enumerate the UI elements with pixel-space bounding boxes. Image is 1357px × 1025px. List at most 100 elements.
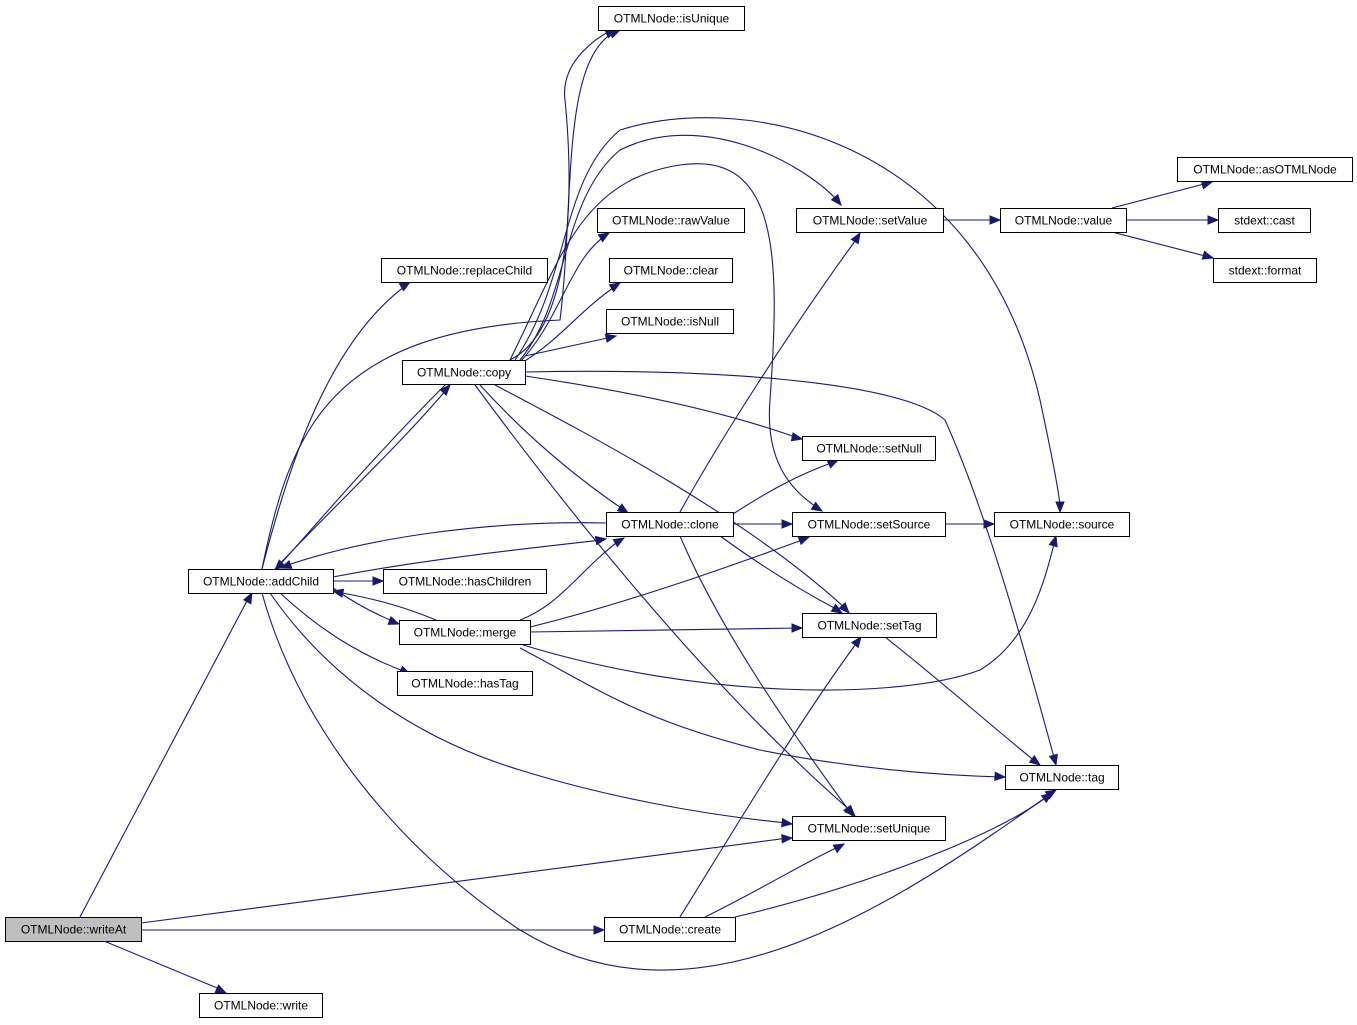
node-isNull[interactable]: OTMLNode::isNull bbox=[606, 309, 734, 334]
node-replaceChild[interactable]: OTMLNode::replaceChild bbox=[381, 258, 548, 283]
node-label-setNull: OTMLNode::setNull bbox=[816, 442, 921, 456]
arrowhead-merge-to-setTag bbox=[791, 623, 804, 633]
node-clear[interactable]: OTMLNode::clear bbox=[609, 258, 733, 283]
edge-copy-to-source bbox=[514, 117, 1061, 509]
edge-copy-to-setNull bbox=[524, 375, 799, 439]
arrowhead-writeAt-to-write bbox=[214, 984, 228, 994]
node-label-setSource: OTMLNode::setSource bbox=[808, 518, 931, 532]
node-box-asOTMLNode[interactable] bbox=[1177, 157, 1353, 182]
edge-addChild-to-replaceChild bbox=[261, 283, 409, 570]
node-create[interactable]: OTMLNode::create bbox=[604, 917, 736, 942]
node-label-tag: OTMLNode::tag bbox=[1019, 771, 1104, 785]
node-box-rawValue[interactable] bbox=[597, 208, 745, 233]
edge-copy-to-addChild bbox=[277, 384, 446, 568]
node-box-addChild[interactable] bbox=[188, 569, 334, 594]
node-setNull[interactable]: OTMLNode::setNull bbox=[802, 436, 936, 461]
edge-clone-to-setValue bbox=[679, 236, 859, 513]
edge-clone-to-setUnique bbox=[679, 535, 851, 813]
node-box-setValue[interactable] bbox=[796, 208, 944, 233]
arrowhead-clone-to-addChild bbox=[279, 560, 293, 569]
edge-copy-to-isNull bbox=[524, 336, 613, 357]
edge-copy-to-setUnique bbox=[474, 384, 853, 813]
node-hasChildren[interactable]: OTMLNode::hasChildren bbox=[383, 569, 547, 594]
arrowhead-copy-to-addChild bbox=[274, 559, 286, 571]
arrowhead-setTag-to-tag bbox=[1028, 754, 1042, 766]
node-box-create[interactable] bbox=[604, 917, 736, 942]
edge-merge-to-setSource bbox=[529, 538, 806, 628]
edge-copy-to-setSource bbox=[509, 163, 819, 509]
edge-value-to-asOTMLNode bbox=[1111, 182, 1209, 209]
node-setUnique[interactable]: OTMLNode::setUnique bbox=[792, 816, 946, 841]
node-box-replaceChild[interactable] bbox=[381, 258, 548, 283]
node-box-format[interactable] bbox=[1213, 258, 1317, 283]
edge-writeAt-to-setUnique bbox=[140, 837, 789, 924]
node-label-hasChildren: OTMLNode::hasChildren bbox=[399, 575, 532, 589]
node-box-isNull[interactable] bbox=[606, 309, 734, 334]
edge-copy-to-clone bbox=[479, 384, 625, 511]
node-source[interactable]: OTMLNode::source bbox=[994, 512, 1130, 537]
node-box-isUnique[interactable] bbox=[598, 6, 745, 31]
edge-copy-to-clear bbox=[519, 285, 617, 365]
node-box-copy[interactable] bbox=[402, 360, 526, 385]
arrowhead-merge-to-setSource bbox=[797, 536, 811, 546]
arrowhead-value-to-format bbox=[1201, 250, 1215, 260]
node-box-setSource[interactable] bbox=[792, 512, 946, 537]
arrowhead-merge-to-tag bbox=[994, 771, 1007, 782]
edge-addChild-to-isUnique bbox=[261, 30, 617, 570]
edge-merge-to-source bbox=[519, 539, 1056, 691]
node-box-write[interactable] bbox=[199, 993, 323, 1018]
node-box-cast[interactable] bbox=[1218, 208, 1311, 233]
node-rawValue[interactable]: OTMLNode::rawValue bbox=[597, 208, 745, 233]
node-isUnique[interactable]: OTMLNode::isUnique bbox=[598, 6, 745, 31]
node-setTag[interactable]: OTMLNode::setTag bbox=[802, 613, 937, 638]
edge-copy-to-setValue bbox=[519, 134, 839, 361]
arrowhead-writeAt-to-addChild bbox=[242, 591, 253, 605]
node-label-source: OTMLNode::source bbox=[1010, 518, 1115, 532]
node-copy[interactable]: OTMLNode::copy bbox=[402, 360, 526, 385]
node-box-clone[interactable] bbox=[606, 512, 734, 537]
node-box-value[interactable] bbox=[1000, 208, 1127, 233]
node-box-hasTag[interactable] bbox=[397, 671, 533, 696]
node-box-setNull[interactable] bbox=[802, 436, 936, 461]
node-addChild[interactable]: OTMLNode::addChild bbox=[188, 569, 334, 594]
node-writeAt[interactable]: OTMLNode::writeAt bbox=[5, 917, 142, 942]
arrowhead-merge-to-addChild bbox=[331, 588, 345, 598]
node-setSource[interactable]: OTMLNode::setSource bbox=[792, 512, 946, 537]
node-asOTMLNode[interactable]: OTMLNode::asOTMLNode bbox=[1177, 157, 1353, 182]
node-cast[interactable]: stdext::cast bbox=[1218, 208, 1311, 233]
arrowhead-clone-to-setValue bbox=[850, 231, 861, 245]
arrowhead-writeAt-to-setUnique bbox=[781, 833, 794, 844]
node-box-tag[interactable] bbox=[1005, 765, 1119, 790]
node-box-merge[interactable] bbox=[399, 620, 531, 645]
node-label-setUnique: OTMLNode::setUnique bbox=[808, 822, 931, 836]
edge-clone-to-setTag bbox=[719, 535, 839, 611]
arrowhead-addChild-to-setUnique bbox=[781, 817, 794, 828]
node-tag[interactable]: OTMLNode::tag bbox=[1005, 765, 1119, 790]
edge-merge-to-addChild bbox=[336, 591, 437, 621]
node-clone[interactable]: OTMLNode::clone bbox=[606, 512, 734, 537]
node-box-setTag[interactable] bbox=[802, 613, 937, 638]
node-box-source[interactable] bbox=[994, 512, 1130, 537]
node-merge[interactable]: OTMLNode::merge bbox=[399, 620, 531, 645]
node-box-setUnique[interactable] bbox=[792, 816, 946, 841]
edge-addChild-to-clone bbox=[332, 539, 603, 578]
arrowhead-merge-to-clone bbox=[612, 537, 626, 548]
arrowhead-setSource-to-source bbox=[983, 519, 996, 529]
edge-copy-to-rawValue bbox=[519, 235, 606, 363]
edge-create-to-tag bbox=[734, 795, 1049, 918]
node-format[interactable]: stdext::format bbox=[1213, 258, 1317, 283]
node-label-clear: OTMLNode::clear bbox=[624, 264, 719, 278]
node-box-clear[interactable] bbox=[609, 258, 733, 283]
node-value[interactable]: OTMLNode::value bbox=[1000, 208, 1127, 233]
node-setValue[interactable]: OTMLNode::setValue bbox=[796, 208, 944, 233]
arrowhead-copy-to-setSource bbox=[810, 501, 824, 512]
node-hasTag[interactable]: OTMLNode::hasTag bbox=[397, 671, 533, 696]
arrowhead-create-to-tag bbox=[1040, 792, 1054, 804]
edge-merge-to-setTag bbox=[529, 627, 799, 633]
node-label-format: stdext::format bbox=[1229, 264, 1302, 278]
edge-clone-to-addChild bbox=[284, 522, 607, 567]
node-write[interactable]: OTMLNode::write bbox=[199, 993, 323, 1018]
node-box-writeAt[interactable] bbox=[5, 917, 142, 942]
node-box-hasChildren[interactable] bbox=[383, 569, 547, 594]
